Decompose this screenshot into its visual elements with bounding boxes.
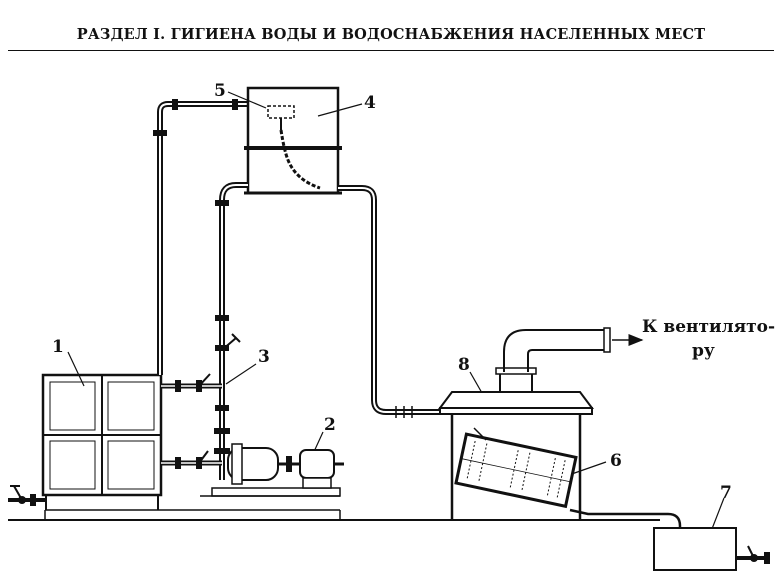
tank-7: [653, 527, 770, 571]
pipe-riser-left: [153, 99, 248, 375]
pump-motor-icon: [200, 443, 344, 497]
ventilator-note-line2: ру: [692, 341, 715, 361]
label-6: 6: [610, 451, 622, 471]
pipe-drain: [569, 508, 682, 530]
chamber-8: [438, 367, 594, 520]
label-2: 2: [324, 415, 336, 435]
label-1: 1: [52, 337, 64, 357]
header-rule: [8, 50, 774, 51]
label-5: 5: [214, 81, 226, 101]
exhaust-duct: [503, 327, 611, 372]
pipe-to-chamber: [338, 185, 440, 418]
ventilator-note-line1: К вентилято-: [642, 317, 775, 337]
valve-icon: [8, 485, 45, 506]
tank-1: [41, 373, 163, 510]
pipe-riser-pump: [214, 182, 248, 480]
leader-lines: [67, 91, 725, 535]
label-4: 4: [364, 93, 376, 113]
dispenser-5: [267, 105, 321, 190]
cassette-6: [454, 432, 578, 509]
section-header: РАЗДЕЛ I. ГИГИЕНА ВОДЫ И ВОДОСНАБЖЕНИЯ Н…: [76, 26, 706, 43]
label-3: 3: [258, 347, 270, 367]
pipe-connectors: [161, 373, 222, 469]
nozzle: [473, 427, 487, 441]
tank-4: [244, 86, 342, 195]
floor-line: [8, 509, 660, 521]
label-7: 7: [720, 483, 732, 503]
label-8: 8: [458, 355, 470, 375]
